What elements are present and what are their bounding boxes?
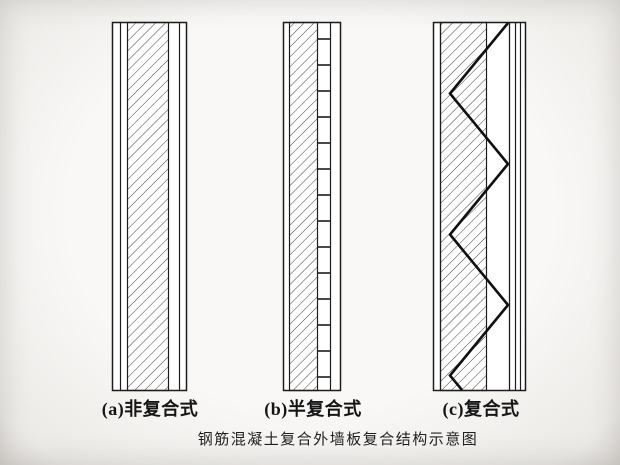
wall-section-a bbox=[111, 21, 188, 392]
panel-b-label: (b)半复合式 bbox=[264, 399, 362, 419]
panel-a-label: (a)非复合式 bbox=[101, 399, 199, 419]
wall-section-c bbox=[432, 21, 527, 392]
wall-a-concrete-hatch bbox=[126, 21, 170, 392]
wall-b-tie-rungs bbox=[317, 22, 331, 391]
diagram-caption: 钢筋混凝土复合外墙板复合结构示意图 bbox=[197, 432, 479, 448]
wall-b-concrete-hatch bbox=[288, 21, 319, 392]
panel-c-label: (c)复合式 bbox=[442, 399, 520, 419]
wall-c-concrete-hatch bbox=[439, 21, 488, 392]
wall-c-truss-connector-zigzag bbox=[448, 22, 510, 391]
wall-section-b bbox=[282, 21, 342, 392]
